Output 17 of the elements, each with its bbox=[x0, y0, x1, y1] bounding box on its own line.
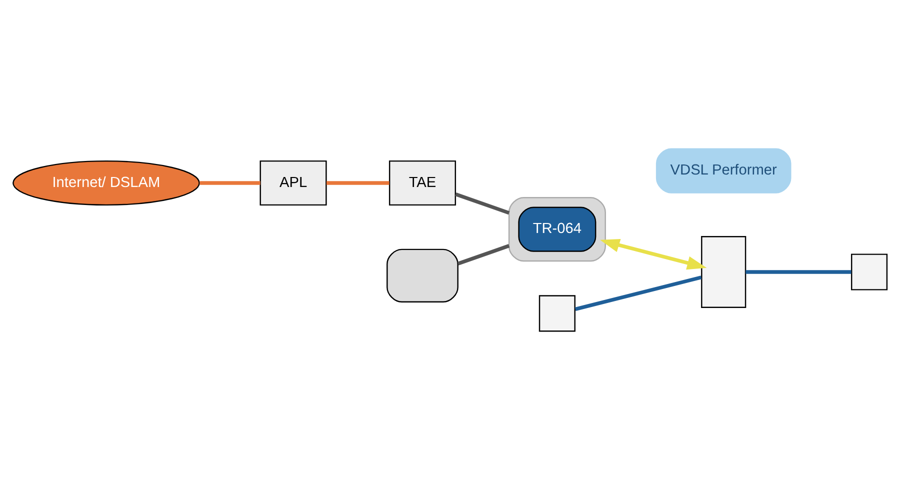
connector bbox=[200, 181, 260, 185]
node-box bbox=[850, 254, 888, 290]
connector bbox=[746, 270, 852, 274]
node-box bbox=[701, 236, 746, 308]
node-box: TAE bbox=[388, 160, 456, 206]
cluster bbox=[508, 197, 606, 262]
node-box: TR-064 bbox=[518, 206, 596, 252]
node-box bbox=[386, 248, 458, 302]
arrow bbox=[600, 238, 707, 270]
connector bbox=[455, 192, 510, 215]
node-box bbox=[538, 295, 576, 332]
node-ellipse: Internet/ DSLAM bbox=[12, 160, 200, 206]
connector bbox=[574, 276, 702, 311]
node-box: APL bbox=[260, 160, 327, 206]
node-box: VDSL Performer bbox=[656, 148, 792, 194]
connector bbox=[458, 244, 510, 266]
connector bbox=[326, 181, 390, 185]
